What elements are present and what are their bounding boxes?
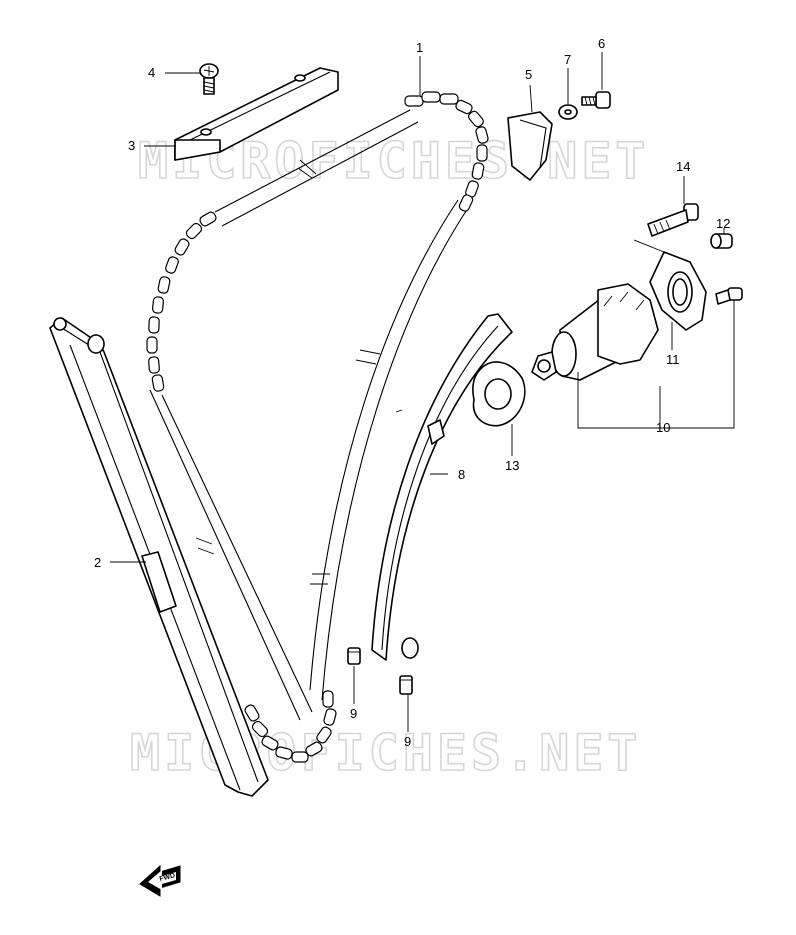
- callout-2: 2: [94, 555, 101, 570]
- bolt-6: [581, 91, 611, 109]
- bolt-small: [715, 287, 743, 305]
- callout-1: 1: [416, 40, 423, 55]
- callout-11: 11: [666, 352, 680, 367]
- fwd-label: FWD: [159, 872, 176, 883]
- dowel-pin-9b: [399, 675, 413, 695]
- callout-9a: 9: [350, 706, 357, 721]
- washer-7: [558, 104, 578, 120]
- tensioner-assy-10: [531, 283, 659, 381]
- dowel-pin-9a: [347, 647, 361, 665]
- screw-4: [199, 63, 219, 95]
- callout-9b: 9: [404, 734, 411, 749]
- chain-guide-top: [174, 67, 339, 161]
- callout-12: 12: [716, 216, 730, 231]
- callout-8: 8: [458, 467, 465, 482]
- callout-5: 5: [525, 67, 532, 82]
- callout-14: 14: [676, 159, 690, 174]
- callout-numbers: 1 2 3 4 5 6 7 8 9 9 10 11 12 13 14: [94, 36, 730, 749]
- callout-13: 13: [505, 458, 519, 473]
- fwd-arrow-icon: FWD: [139, 864, 181, 897]
- plug-12: [710, 233, 733, 249]
- callout-10: 10: [656, 420, 670, 435]
- callout-6: 6: [598, 36, 605, 51]
- chain-guide-front: [49, 317, 269, 797]
- callout-4: 4: [148, 65, 155, 80]
- gasket-13: [472, 361, 526, 427]
- callout-7: 7: [564, 52, 571, 67]
- cam-chain: [146, 91, 489, 763]
- gasket-11: [649, 251, 707, 331]
- leader-lines: [110, 52, 735, 732]
- bolt-14: [647, 203, 699, 237]
- cushion-5: [507, 111, 553, 181]
- tensioner-guide-8: [371, 313, 513, 661]
- callout-3: 3: [128, 138, 135, 153]
